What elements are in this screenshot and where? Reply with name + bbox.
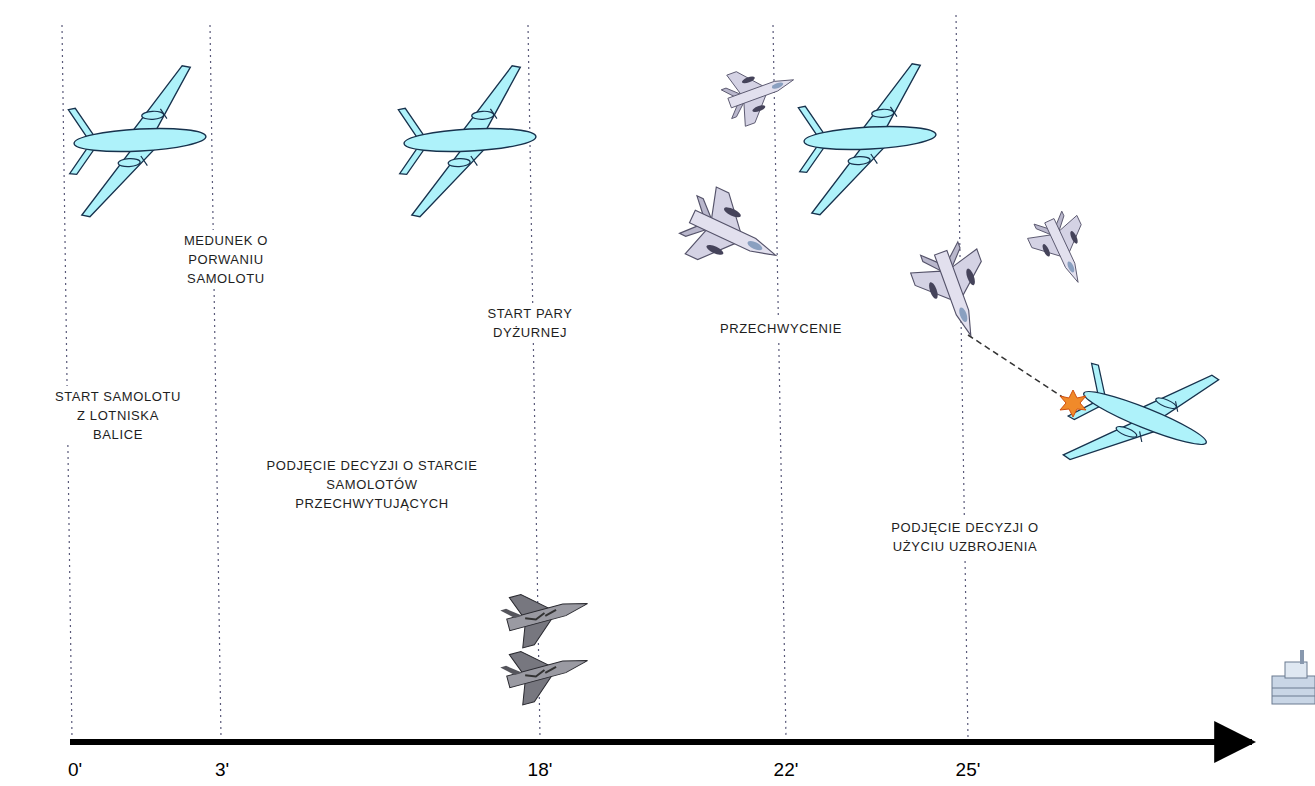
event-label: PODJĘCIE DECYZJI O UŻYCIU UZBROJENIA <box>880 517 1050 557</box>
time-tick: 0' <box>55 758 95 782</box>
event-label: MEDUNEK O PORWANIU SAMOLOTU <box>161 230 291 289</box>
event-label: PRZECHWYCENIE <box>711 318 851 339</box>
time-tick: 25' <box>943 758 993 782</box>
time-tick: 22' <box>761 758 811 782</box>
event-label: START SAMOLOTU Z LOTNISKA BALICE <box>48 386 188 445</box>
time-tick: 18' <box>515 758 565 782</box>
event-label: PODJĘCIE DECYZJI O STARCIE SAMOLOTÓW PRZ… <box>260 455 485 514</box>
event-label: START PARY DYŻURNEJ <box>470 303 590 343</box>
time-tick: 3' <box>202 758 242 782</box>
